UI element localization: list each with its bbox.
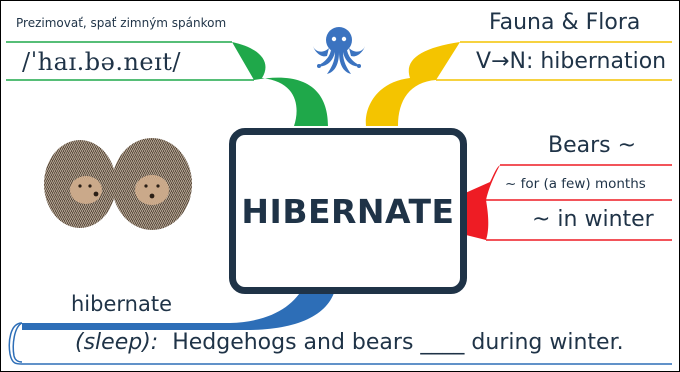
example-hint: (sleep): — [75, 330, 159, 355]
pronunciation-text: /ˈhaɪ.bə.neɪt/ — [22, 48, 182, 76]
hedgehogs-illustration — [44, 138, 192, 230]
collocations-title: Bears ~ — [548, 133, 637, 158]
example-sentence: Hedgehogs and bears ____ during winter. — [172, 330, 624, 355]
collocation-item: ~ for (a few) months — [505, 176, 646, 192]
yellow-branch — [365, 41, 672, 126]
topic-label: Fauna & Flora — [489, 10, 641, 35]
green-branch — [6, 41, 328, 126]
example-answer: hibernate — [71, 292, 172, 316]
collocation-item: ~ in winter — [532, 207, 654, 232]
central-word-box: HIBERNATE — [229, 128, 467, 294]
octopus-logo-icon — [313, 27, 365, 74]
example-sentence-row: (sleep): Hedgehogs and bears ____ during … — [75, 330, 624, 355]
word-formation-label: V→N: hibernation — [476, 49, 667, 74]
translation-text: Prezimovať, spať zimným spánkom — [16, 16, 227, 30]
central-word: HIBERNATE — [241, 191, 455, 231]
